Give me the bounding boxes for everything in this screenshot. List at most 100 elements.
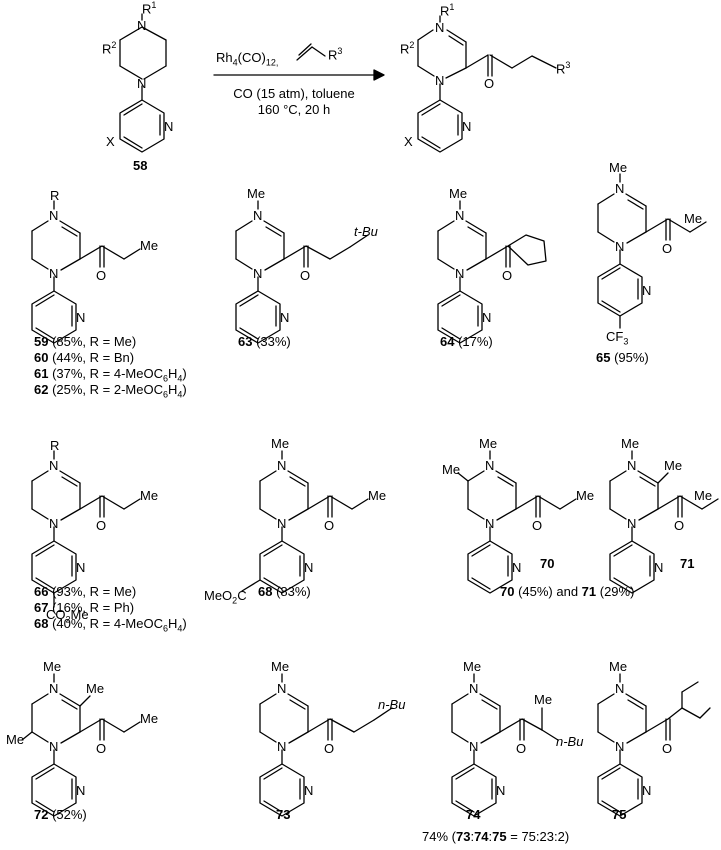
caption-63: 63 (33%) <box>238 334 291 349</box>
atom-Me: Me <box>6 732 25 747</box>
atom-N: N <box>615 681 625 696</box>
label-71: 71 <box>680 556 695 571</box>
atom-N: N <box>469 739 479 754</box>
atom-Me: Me <box>442 462 461 477</box>
caption-59: 59 (85%, R = Me) <box>34 334 137 349</box>
caption-73: 73 <box>276 807 291 822</box>
atom-N: N <box>642 283 652 298</box>
caption-65: 65 (95%) <box>596 350 649 365</box>
atom-N: N <box>49 739 59 754</box>
product-68-structure <box>241 450 369 594</box>
caption-66: 66 (93%, R = Me) <box>34 584 137 599</box>
atom-Me: Me <box>463 659 482 674</box>
atom-R2: R2 <box>102 40 117 57</box>
product-64-structure <box>437 200 547 344</box>
atom-N: N <box>277 681 287 696</box>
atom-Me: Me <box>140 238 159 253</box>
atom-CF3: CF3 <box>606 329 629 347</box>
atom-N: N <box>615 739 625 754</box>
substrate-58-structure <box>119 13 167 153</box>
atom-N: N <box>76 560 86 575</box>
product-65-structure <box>597 173 707 329</box>
atom-Me: Me <box>609 659 628 674</box>
atom-Me: Me <box>576 488 595 503</box>
product-72-structure <box>21 673 141 817</box>
atom-Me: Me <box>684 211 703 226</box>
atom-N: N <box>137 76 147 91</box>
atom-Me: Me <box>368 488 387 503</box>
label-70: 70 <box>540 556 555 571</box>
atom-Me: Me <box>479 436 498 451</box>
olefin-R3: R3 <box>328 46 343 63</box>
atom-N: N <box>277 516 287 531</box>
atom-N: N <box>49 681 59 696</box>
atom-Me: Me <box>140 488 159 503</box>
atom-Me: Me <box>247 186 266 201</box>
atom-N: N <box>642 783 652 798</box>
product-70-structure <box>457 450 577 594</box>
caption-64: 64 (17%) <box>440 334 493 349</box>
product-74-structure <box>451 673 559 817</box>
caption-61: 61 (37%, R = 4-MeOC6H4) <box>34 366 187 384</box>
atom-N: N <box>164 119 174 134</box>
atom-O: O <box>300 268 311 283</box>
atom-N: N <box>615 181 625 196</box>
atom-N: N <box>49 516 59 531</box>
caption-68a: 68 (40%, R = 4-MeOC6H4) <box>34 616 187 634</box>
caption-75: 75 <box>612 807 627 822</box>
product-59-structure <box>31 200 141 344</box>
atom-Me: Me <box>534 692 553 707</box>
ratio-footer: 74% (73:74:75 = 75:23:2) <box>422 829 570 844</box>
atom-X: X <box>404 134 413 149</box>
atom-N: N <box>137 18 147 33</box>
reagent-rh: Rh4(CO)12, <box>216 50 279 68</box>
atom-N: N <box>435 73 445 88</box>
product-71-structure <box>609 450 719 594</box>
condition-line-2: 160 °C, 20 h <box>257 102 331 117</box>
product-73-structure <box>259 673 393 817</box>
atom-N: N <box>482 310 492 325</box>
atom-N: N <box>49 208 59 223</box>
atom-N: N <box>627 516 637 531</box>
atom-R1: R1 <box>142 0 157 17</box>
atom-N: N <box>277 739 287 754</box>
atom-O: O <box>532 518 543 533</box>
atom-N: N <box>496 783 506 798</box>
product-generic-structure <box>417 15 557 153</box>
atom-O: O <box>662 741 673 756</box>
atom-N: N <box>304 560 314 575</box>
caption-70-71: 70 (45%) and 71 (29%) <box>500 584 635 599</box>
caption-60: 60 (44%, R = Bn) <box>34 350 135 365</box>
atom-N: N <box>485 458 495 473</box>
atom-O: O <box>96 741 107 756</box>
atom-R: R <box>50 188 60 203</box>
atom-N: N <box>462 119 472 134</box>
atom-N: N <box>49 458 59 473</box>
caption-62: 62 (25%, R = 2-MeOC6H4) <box>34 382 187 400</box>
atom-R: R <box>50 438 60 453</box>
atom-O: O <box>502 268 513 283</box>
atom-CO2Me: CO2Me <box>46 607 89 625</box>
atom-O: O <box>674 518 685 533</box>
atom-N: N <box>76 783 86 798</box>
atom-nBu: n-Bu <box>556 734 584 749</box>
substrate-id: 58 <box>133 158 148 173</box>
caption-67: 67 (16%, R = Ph) <box>34 600 135 615</box>
atom-N: N <box>253 266 263 281</box>
atom-N: N <box>455 266 465 281</box>
caption-68b: 68 (83%) <box>258 584 311 599</box>
atom-R2: R2 <box>400 40 415 57</box>
atom-O: O <box>96 518 107 533</box>
atom-N: N <box>654 560 664 575</box>
atom-O: O <box>324 741 335 756</box>
atom-N: N <box>253 208 263 223</box>
atom-nBu: n-Bu <box>378 697 406 712</box>
atom-tBu: t-Bu <box>354 224 378 239</box>
atom-N: N <box>280 310 290 325</box>
atom-N: N <box>615 239 625 254</box>
atom-N: N <box>277 458 287 473</box>
atom-Me: Me <box>43 659 62 674</box>
product-63-structure <box>235 200 369 344</box>
atom-N: N <box>512 560 522 575</box>
